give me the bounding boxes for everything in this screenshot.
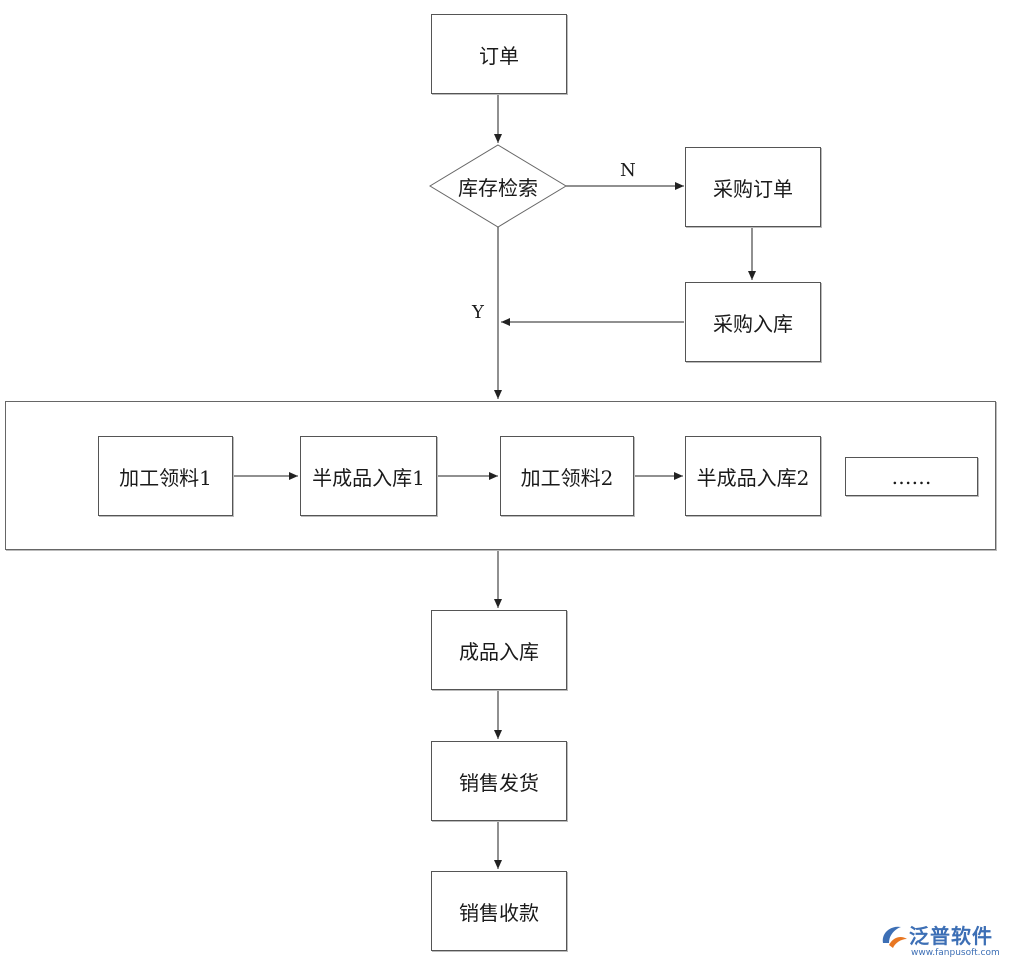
node-sales-collection: 销售收款 (431, 871, 567, 951)
watermark-logo-icon (882, 926, 907, 948)
watermark-name: 泛普软件 (909, 924, 993, 948)
node-purchase-order-label: 采购订单 (713, 176, 793, 201)
node-ellipsis: …… (845, 457, 978, 496)
node-process-material-1-label: 加工领料1 (119, 465, 212, 490)
node-purchase-order: 采购订单 (685, 147, 821, 227)
watermark: 泛普软件 www.fanpusoft.com (877, 918, 1005, 963)
node-sales-collection-label: 销售收款 (459, 900, 539, 925)
node-semi-finished-inbound-1: 半成品入库1 (300, 436, 437, 516)
node-ellipsis-label: …… (891, 464, 932, 489)
branch-label-yes: Y (472, 302, 484, 323)
node-semi-finished-inbound-2: 半成品入库2 (685, 436, 821, 516)
node-finished-inbound-label: 成品入库 (459, 639, 539, 664)
node-sales-delivery: 销售发货 (431, 741, 567, 821)
node-process-material-2-label: 加工领料2 (520, 465, 614, 490)
branch-label-no: N (620, 160, 636, 181)
node-sales-delivery-label: 销售发货 (459, 770, 539, 795)
node-purchase-inbound: 采购入库 (685, 282, 821, 362)
node-process-material-2: 加工领料2 (500, 436, 634, 516)
node-order: 订单 (431, 14, 567, 94)
node-purchase-inbound-label: 采购入库 (713, 311, 793, 336)
node-process-material-1: 加工领料1 (98, 436, 233, 516)
node-inventory-check-label: 库存检索 (458, 175, 538, 200)
watermark-url: www.fanpusoft.com (911, 948, 1000, 958)
node-finished-inbound: 成品入库 (431, 610, 567, 690)
node-semi-finished-inbound-1-label: 半成品入库1 (312, 465, 425, 490)
processing-group (5, 401, 996, 550)
node-order-label: 订单 (479, 43, 519, 68)
node-semi-finished-inbound-2-label: 半成品入库2 (696, 465, 810, 490)
